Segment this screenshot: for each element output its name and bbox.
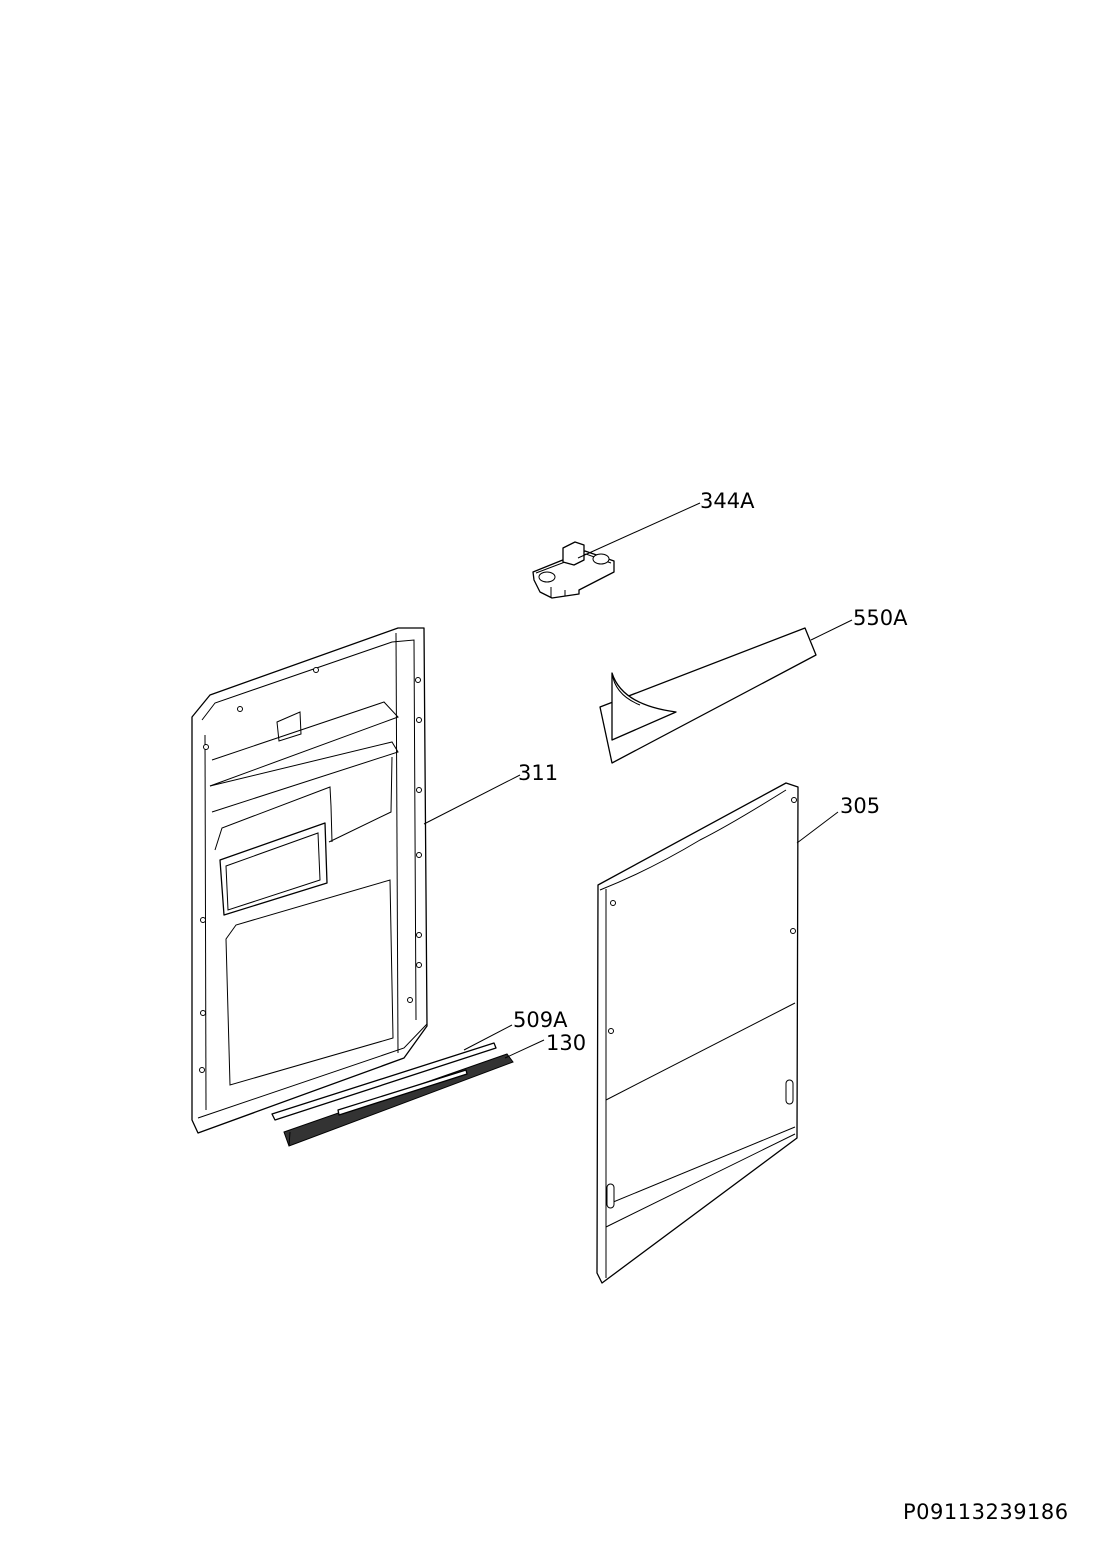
leader-311 [423,774,521,825]
document-code: P09113239186 [903,1500,1069,1524]
callout-305: 305 [840,794,880,818]
part-311-inner-door [191,627,428,1134]
part-550A-strip [599,627,817,764]
part-509A-rod [271,1042,497,1121]
leader-305 [796,811,839,844]
part-130-seal [283,1053,514,1147]
callout-344A: 344A [700,489,755,513]
leader-344A [577,502,701,559]
leader-550A [810,619,853,641]
leader-lines [423,502,853,1059]
callout-509A: 509A [513,1008,568,1032]
part-305-outer-door [596,782,799,1284]
leader-509A [463,1024,513,1051]
callout-311: 311 [518,761,558,785]
part-344A-bracket [532,541,615,599]
callout-550A: 550A [853,606,908,630]
leader-130 [504,1039,545,1059]
callout-130: 130 [546,1031,586,1055]
